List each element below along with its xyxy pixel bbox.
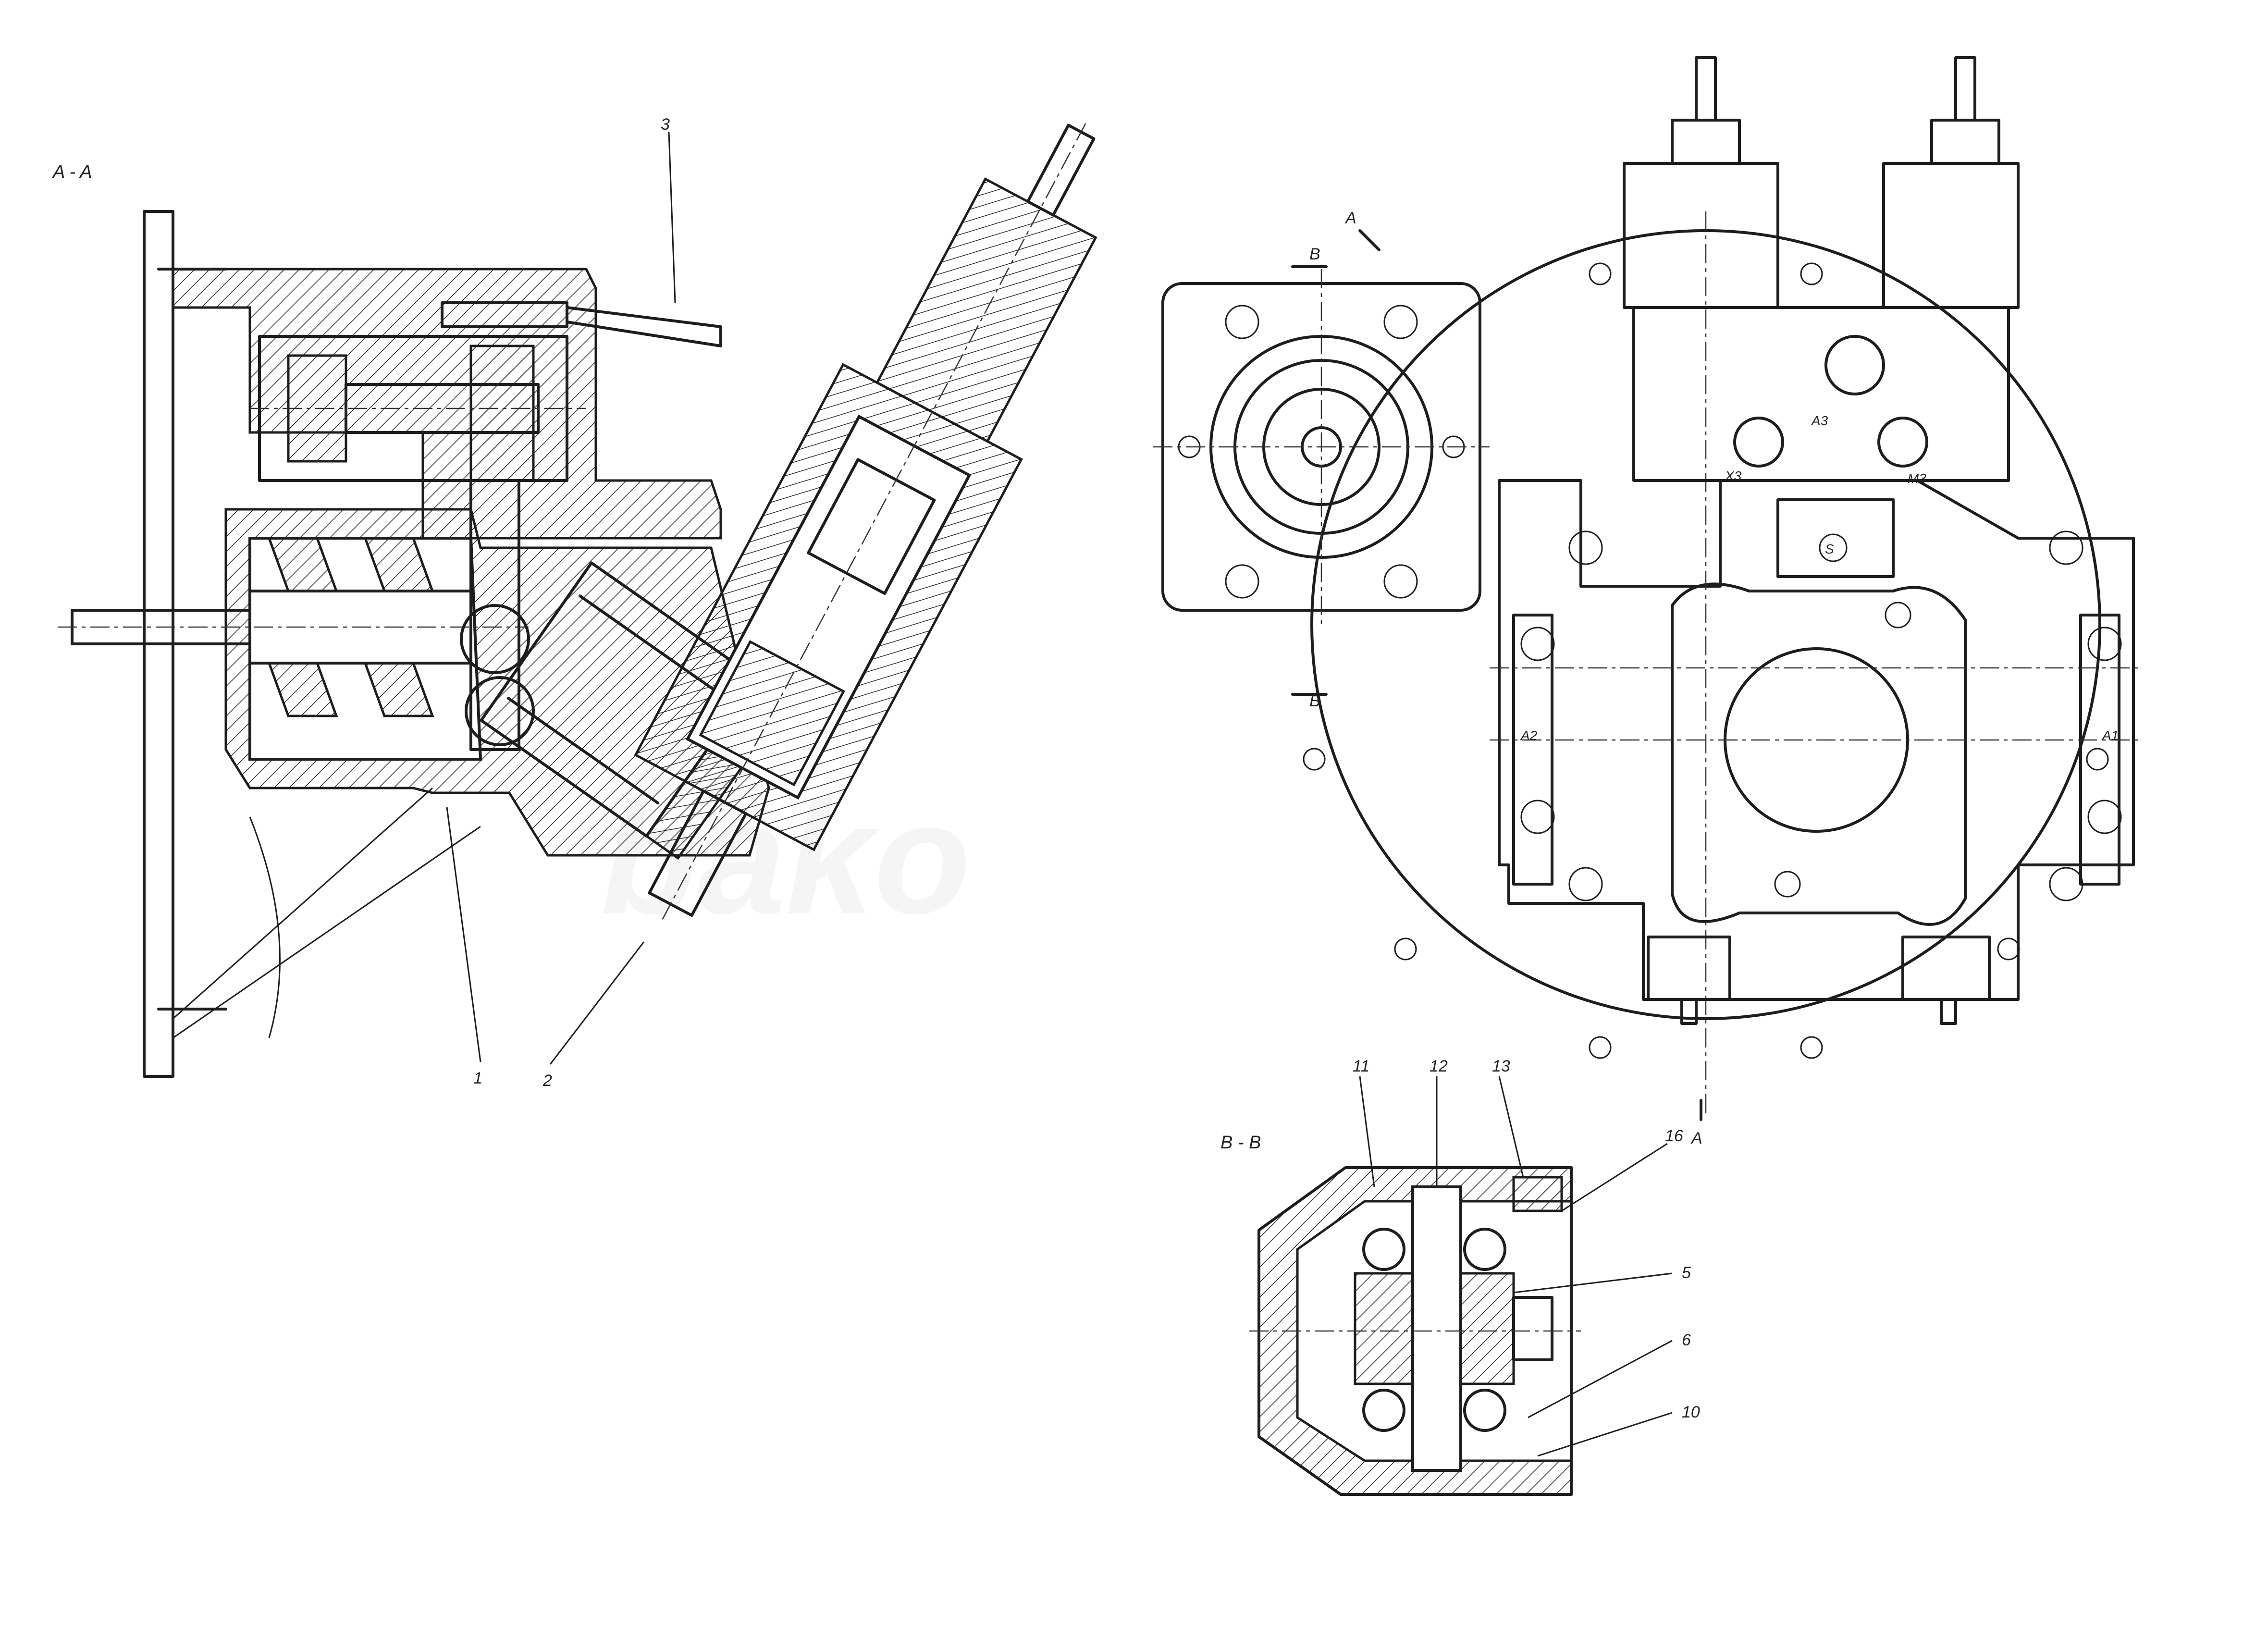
port-label-m3: M3 [1908,471,1926,486]
side-bosses [1512,614,2120,886]
callout-1: 1 [473,1069,482,1087]
callout-11: 11 [1353,1057,1369,1075]
control-block-right [1882,162,2020,309]
section-arrows [1291,229,1702,1121]
gear-wheel [469,345,535,482]
callout-13: 13 [1492,1057,1510,1075]
bottom-outlets [1647,936,1991,1001]
callout-16: 16 [1665,1127,1683,1145]
front-view: B B A A A1 A2 A3 X3 M3 S [1153,56,2143,1147]
leader-6 [1528,1340,1673,1418]
port-flange [1671,582,1967,926]
bb-gear-left [1354,1272,1414,1385]
section-aa-title: A - A [52,162,92,182]
support-ribs [173,787,481,1039]
manifold-port-m3 [1877,417,1928,468]
section-bb-view: B - B 11 12 13 16 5 6 10 [1220,1057,1700,1496]
port-label-a1: A1 [2101,728,2119,743]
gear-pump-body [258,335,568,482]
bb-gear-right [1459,1272,1515,1385]
section-mark-a-bottom: A [1690,1129,1702,1147]
callout-12: 12 [1430,1057,1448,1075]
bb-shaft [1411,1185,1462,1472]
bb-bearing-ball-bottom-right [1463,1389,1506,1432]
leader-11 [1359,1076,1375,1187]
vertical-shaft [469,479,520,751]
bb-bearing-ball-top-right [1463,1228,1506,1271]
mounting-flange [143,210,174,1078]
ball-joint-upper [460,604,530,674]
pump-body [1498,479,2135,1001]
callout-2: 2 [542,1072,552,1090]
manifold-port-a3 [1824,335,1885,395]
callout-6: 6 [1682,1331,1691,1349]
section-aa-view: A - A [52,115,1097,1090]
valve-stems [1695,56,1976,122]
section-bb-title: B - B [1220,1133,1261,1153]
leader-3 [668,132,676,303]
upper-housing [172,268,722,540]
port-label-a3: A3 [1811,413,1828,428]
callout-10: 10 [1682,1403,1700,1421]
leader-5 [1513,1272,1673,1294]
leader-16 [1561,1143,1668,1212]
body-bolts [1520,530,2122,901]
control-valve-stem [1026,123,1096,217]
rear-bearing [363,537,434,717]
flange-lip-lines [157,268,227,1011]
bb-screw-13 [1512,1176,1563,1212]
pilot-pipe [566,306,722,347]
manifold-port-x3 [1733,417,1784,468]
port-label-x3: X3 [1725,468,1742,483]
valve-centerline [661,123,1086,922]
callout-3: 3 [661,115,670,134]
bottom-plugs [1680,998,1957,1025]
leader-1 [446,807,481,1062]
leader-2 [549,941,645,1065]
callout-5: 5 [1682,1264,1691,1282]
valve-caps [1671,119,2000,165]
port-label-s: S [1825,542,1834,556]
leader-10 [1537,1412,1673,1457]
port-label-a2: A2 [1520,728,1538,743]
bb-bearing-ball-top-left [1362,1228,1405,1271]
adjusting-screw [648,789,748,917]
section-mark-b-bottom: B [1309,692,1320,710]
port-s-pad [1776,498,1895,578]
front-bearing [267,537,338,717]
valve-manifold [1632,306,2010,482]
bb-bearing-ball-bottom-left [1362,1389,1405,1432]
positioning-piston [807,458,936,595]
ball-joint-lower [465,676,535,746]
port-s-circle [1819,533,1848,562]
bb-plug [1512,1296,1553,1361]
pilot-pipe-fitting [441,301,568,328]
section-mark-b-top: B [1309,245,1320,263]
section-mark-a-top: A [1344,209,1356,227]
leader-13 [1498,1076,1524,1178]
